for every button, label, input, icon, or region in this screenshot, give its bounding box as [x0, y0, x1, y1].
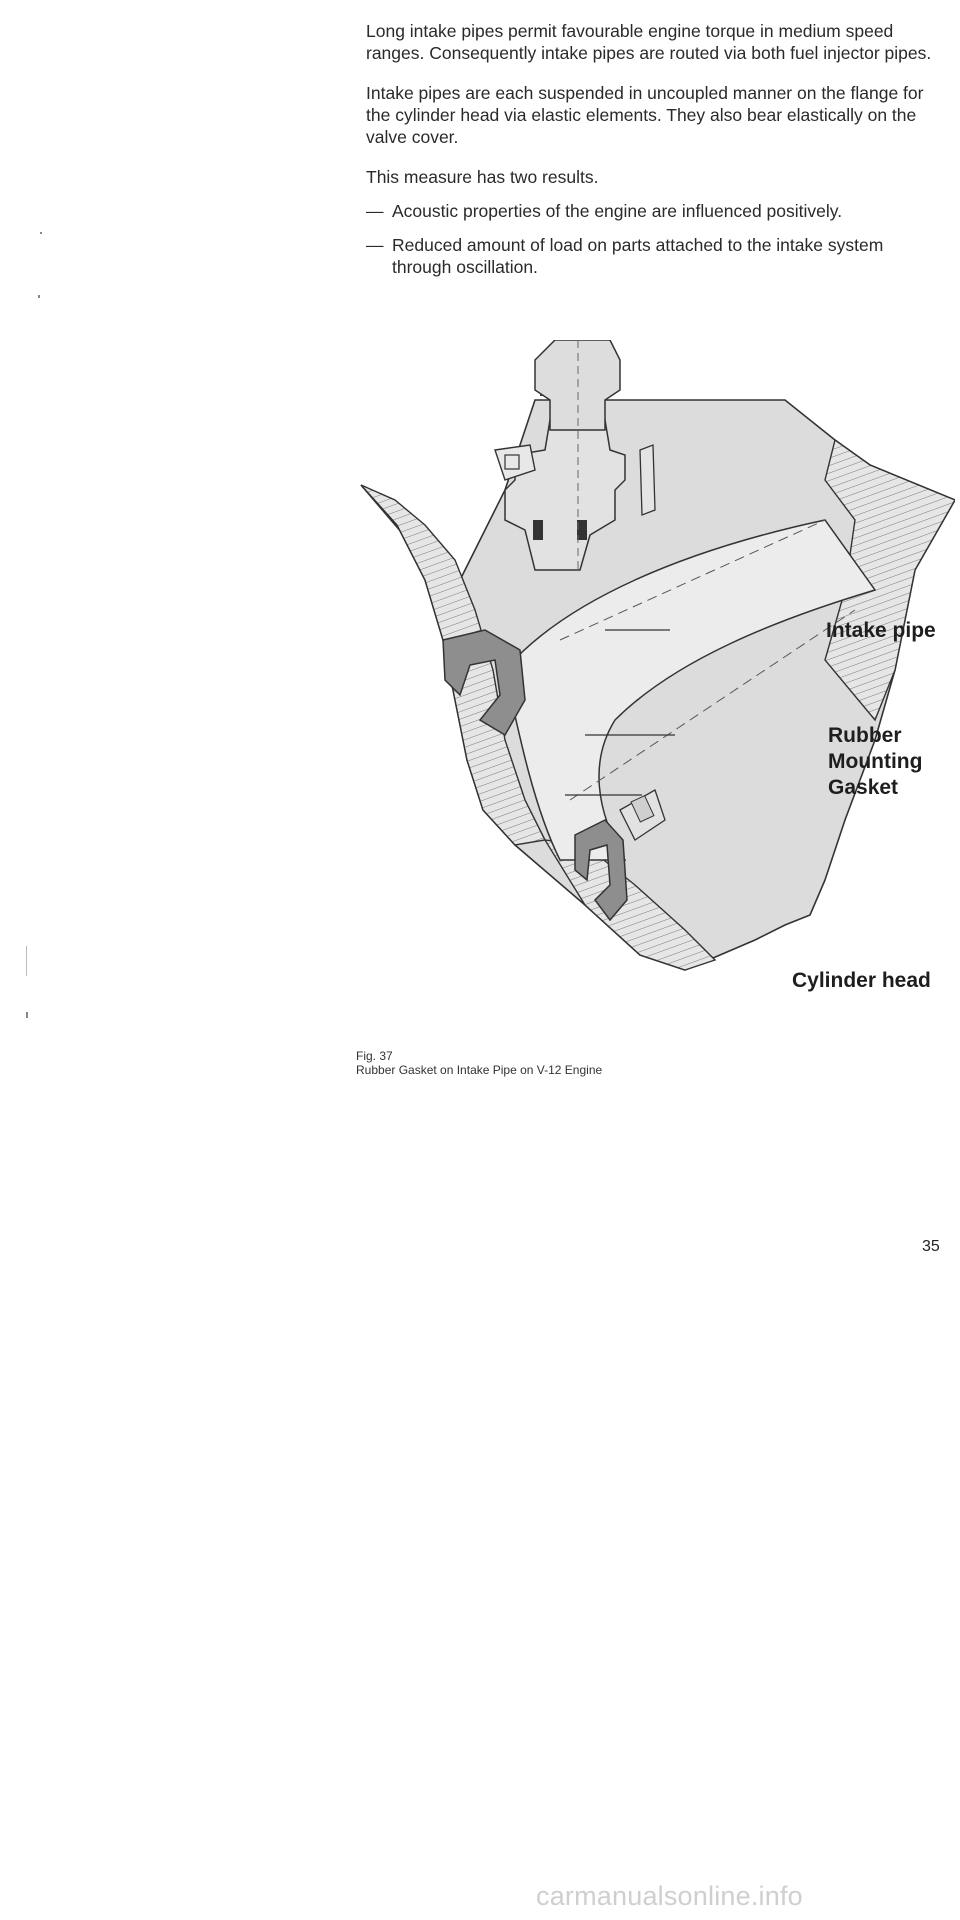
bullet-dash: —: [366, 201, 384, 221]
bullet-text: Reduced amount of load on parts attached…: [392, 235, 884, 277]
upper-rubber-gasket: [442, 629, 526, 737]
paragraph-suspension: Intake pipes are each suspended in uncou…: [366, 83, 924, 147]
bullet-dash: —: [366, 235, 384, 255]
bullet-load: — Reduced amount of load on parts attach…: [366, 234, 946, 278]
figure-caption: Fig. 37 Rubber Gasket on Intake Pipe on …: [356, 1049, 602, 1077]
bullet-acoustic: — Acoustic properties of the engine are …: [366, 200, 946, 222]
upper-bolt: [639, 444, 656, 516]
watermark: carmanualsonline.info: [536, 1881, 803, 1911]
callout-intake-pipe: Intake pipe: [826, 619, 936, 642]
paragraph-intake-length: Long intake pipes permit favourable engi…: [366, 21, 932, 63]
intake-pipe-cutaway-figure: [355, 340, 955, 1000]
figure-number: Fig. 37: [356, 1049, 393, 1063]
callout-cylinder-head: Cylinder head: [792, 969, 931, 992]
scan-speck: [40, 232, 42, 234]
scan-speck: [38, 295, 40, 298]
page-number: 35: [922, 1238, 940, 1255]
callout-rubber-gasket-line2: Mounting: [828, 750, 923, 773]
injector-o-ring-lower: [577, 520, 587, 540]
bullet-text: Acoustic properties of the engine are in…: [392, 201, 843, 221]
injector-clip: [494, 444, 536, 481]
callout-rubber-gasket-line1: Rubber: [828, 724, 902, 747]
scan-speck: [26, 1012, 28, 1018]
figure-title: Rubber Gasket on Intake Pipe on V-12 Eng…: [356, 1063, 603, 1077]
callout-rubber-gasket-line3: Gasket: [828, 776, 899, 799]
injector-o-ring-lower: [533, 520, 543, 540]
body-text: Long intake pipes permit favourable engi…: [366, 20, 946, 290]
lower-rubber-gasket: [574, 819, 628, 922]
paragraph-results-intro: This measure has two results.: [366, 167, 599, 187]
scan-speck: [26, 946, 27, 976]
right-wall-hatched: [824, 438, 955, 722]
intake-pipe-tube: [504, 519, 877, 861]
engine-cutaway-drawing: [360, 340, 955, 971]
